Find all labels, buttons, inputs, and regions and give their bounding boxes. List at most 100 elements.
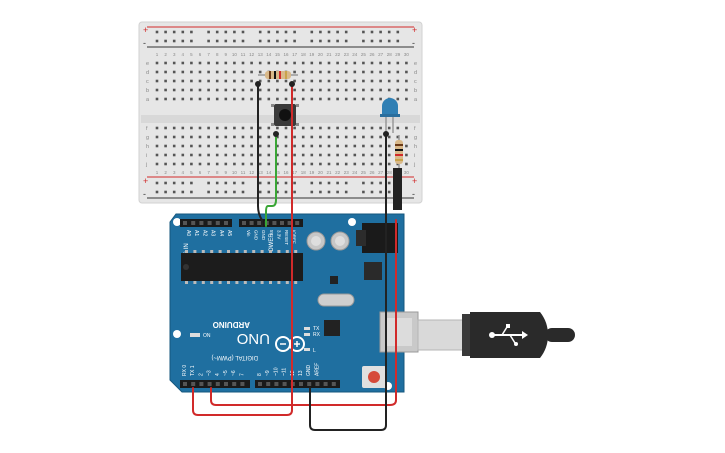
breadboard-hole[interactable]	[267, 190, 271, 194]
breadboard-hole[interactable]	[336, 153, 339, 157]
breadboard-hole[interactable]	[207, 190, 210, 194]
breadboard-hole[interactable]	[241, 97, 245, 101]
breadboard-hole[interactable]	[370, 70, 374, 74]
breadboard-hole[interactable]	[276, 181, 279, 185]
breadboard-hole[interactable]	[336, 135, 339, 139]
header-pin[interactable]	[266, 382, 271, 386]
header-pin[interactable]	[224, 221, 228, 225]
breadboard-hole[interactable]	[164, 190, 167, 194]
breadboard-hole[interactable]	[344, 135, 348, 139]
breadboard-hole[interactable]	[172, 61, 176, 65]
breadboard-hole[interactable]	[344, 190, 348, 194]
breadboard-hole[interactable]	[190, 181, 193, 185]
breadboard-hole[interactable]	[405, 88, 408, 92]
breadboard-hole[interactable]	[224, 181, 228, 185]
breadboard-hole[interactable]	[379, 79, 382, 83]
breadboard-hole[interactable]	[310, 39, 314, 43]
breadboard-hole[interactable]	[284, 162, 288, 166]
breadboard-hole[interactable]	[164, 79, 167, 83]
breadboard-hole[interactable]	[207, 30, 210, 34]
breadboard-hole[interactable]	[336, 79, 339, 83]
breadboard-hole[interactable]	[353, 79, 357, 83]
header-pin[interactable]	[331, 382, 336, 386]
breadboard-hole[interactable]	[336, 30, 339, 34]
breadboard-hole[interactable]	[250, 88, 253, 92]
breadboard-hole[interactable]	[379, 144, 382, 148]
breadboard-hole[interactable]	[207, 97, 210, 101]
breadboard-hole[interactable]	[258, 162, 262, 166]
breadboard-hole[interactable]	[405, 126, 408, 130]
breadboard-hole[interactable]	[207, 79, 210, 83]
breadboard-hole[interactable]	[344, 70, 348, 74]
breadboard-hole[interactable]	[172, 97, 176, 101]
header-pin[interactable]	[299, 382, 303, 386]
breadboard-hole[interactable]	[224, 126, 228, 130]
breadboard-hole[interactable]	[207, 70, 210, 74]
breadboard-hole[interactable]	[301, 61, 305, 65]
breadboard-hole[interactable]	[327, 144, 331, 148]
breadboard-hole[interactable]	[327, 70, 331, 74]
breadboard-hole[interactable]	[353, 153, 357, 157]
breadboard-hole[interactable]	[310, 97, 314, 101]
push-button[interactable]	[271, 104, 299, 126]
breadboard-hole[interactable]	[362, 70, 365, 74]
breadboard-hole[interactable]	[233, 135, 236, 139]
breadboard-hole[interactable]	[172, 30, 176, 34]
breadboard-hole[interactable]	[301, 88, 305, 92]
breadboard-hole[interactable]	[362, 39, 365, 43]
breadboard-hole[interactable]	[241, 162, 245, 166]
breadboard-hole[interactable]	[164, 61, 167, 65]
breadboard-hole[interactable]	[379, 88, 382, 92]
breadboard-hole[interactable]	[241, 70, 245, 74]
breadboard-hole[interactable]	[405, 79, 408, 83]
breadboard-hole[interactable]	[353, 162, 357, 166]
breadboard-hole[interactable]	[198, 162, 202, 166]
breadboard-hole[interactable]	[379, 61, 382, 65]
breadboard-hole[interactable]	[258, 135, 262, 139]
breadboard-hole[interactable]	[276, 30, 279, 34]
breadboard-hole[interactable]	[215, 144, 219, 148]
breadboard-hole[interactable]	[258, 61, 262, 65]
breadboard-hole[interactable]	[319, 97, 322, 101]
wire-5v-green[interactable]	[265, 133, 277, 227]
breadboard-hole[interactable]	[267, 144, 271, 148]
breadboard-hole[interactable]	[310, 61, 314, 65]
power-header[interactable]	[239, 219, 303, 227]
breadboard-hole[interactable]	[224, 97, 228, 101]
header-pin[interactable]	[257, 221, 262, 225]
header-pin[interactable]	[258, 382, 262, 386]
breadboard-hole[interactable]	[405, 135, 408, 139]
breadboard-hole[interactable]	[172, 190, 176, 194]
breadboard-hole[interactable]	[233, 126, 236, 130]
breadboard-hole[interactable]	[362, 126, 365, 130]
breadboard-hole[interactable]	[190, 88, 193, 92]
breadboard-hole[interactable]	[233, 30, 236, 34]
breadboard-hole[interactable]	[336, 162, 339, 166]
breadboard-hole[interactable]	[310, 79, 314, 83]
breadboard-hole[interactable]	[190, 126, 193, 130]
breadboard-hole[interactable]	[353, 135, 357, 139]
breadboard-hole[interactable]	[387, 190, 391, 194]
breadboard-hole[interactable]	[319, 70, 322, 74]
resistor-button[interactable]	[258, 71, 298, 79]
breadboard-hole[interactable]	[301, 126, 305, 130]
reset-button[interactable]	[362, 366, 386, 388]
breadboard-hole[interactable]	[396, 126, 400, 130]
breadboard-hole[interactable]	[310, 153, 314, 157]
header-pin[interactable]	[315, 382, 320, 386]
breadboard-hole[interactable]	[344, 39, 348, 43]
breadboard-hole[interactable]	[379, 30, 382, 34]
breadboard-hole[interactable]	[241, 135, 245, 139]
breadboard-hole[interactable]	[284, 39, 288, 43]
breadboard-hole[interactable]	[233, 144, 236, 148]
breadboard-hole[interactable]	[319, 30, 322, 34]
breadboard-hole[interactable]	[405, 153, 408, 157]
breadboard-hole[interactable]	[267, 135, 271, 139]
breadboard-hole[interactable]	[370, 97, 374, 101]
breadboard-hole[interactable]	[396, 162, 400, 166]
breadboard-hole[interactable]	[310, 70, 314, 74]
header-pin[interactable]	[224, 382, 228, 386]
breadboard-hole[interactable]	[250, 144, 253, 148]
breadboard-hole[interactable]	[207, 181, 210, 185]
breadboard-hole[interactable]	[284, 88, 288, 92]
